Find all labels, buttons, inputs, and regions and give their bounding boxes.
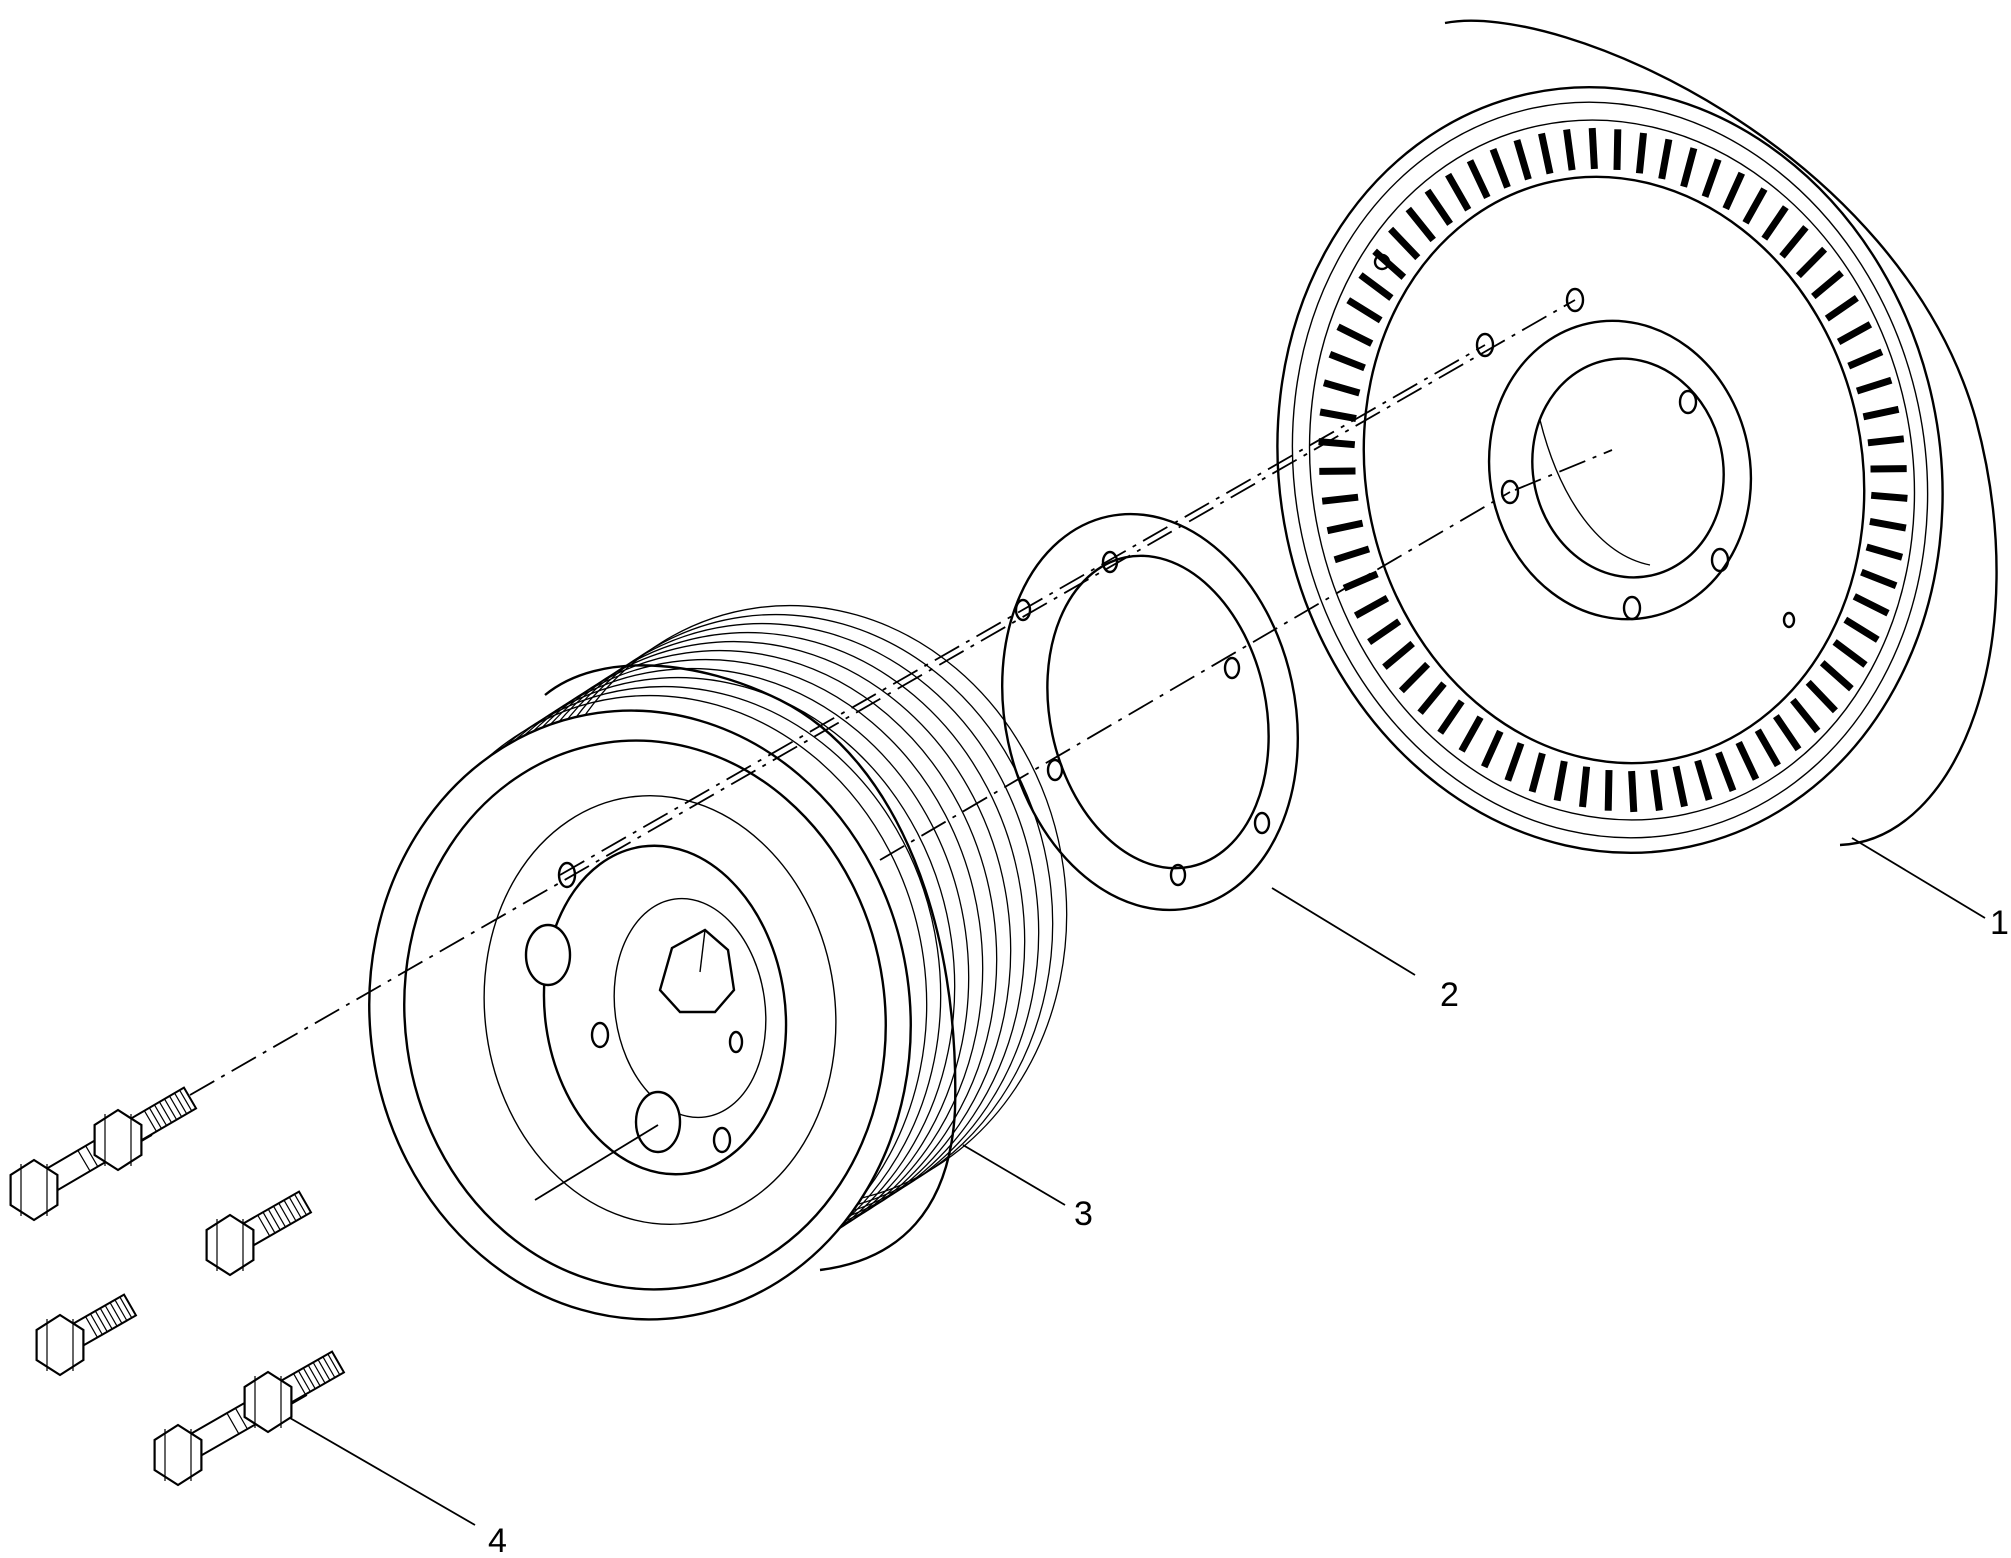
callout-4: 4	[488, 1522, 507, 1558]
bolt-short-2	[35, 1293, 138, 1377]
part-3-pulley	[368, 604, 1068, 1321]
callout-1: 1	[1990, 904, 2009, 942]
callout-3: 3	[1074, 1195, 1093, 1233]
flange-holes	[1475, 287, 1796, 629]
callout-leaders	[289, 837, 1986, 1526]
bolt-short-1	[205, 1190, 313, 1277]
part-4-bolts	[9, 1086, 346, 1487]
tone-wheel-teeth	[1318, 127, 1908, 813]
assembly-centerlines	[189, 299, 1613, 1201]
bolt-long-2	[93, 1086, 198, 1172]
part-1-damper-tone-wheel	[1276, 19, 1998, 854]
callout-2: 2	[1440, 976, 1459, 1014]
part-2-spacer-ring	[1000, 512, 1300, 912]
bolt-long-4	[243, 1350, 346, 1434]
